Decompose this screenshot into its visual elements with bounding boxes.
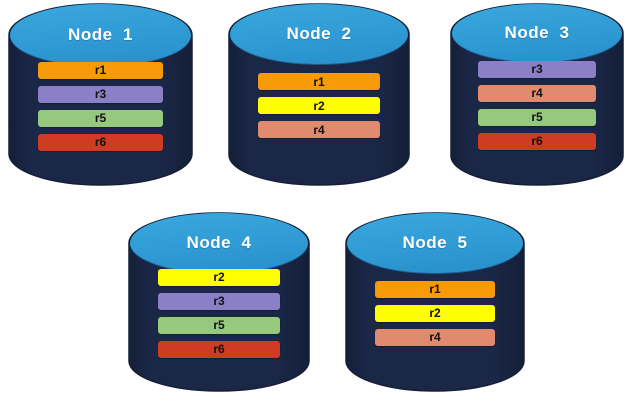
cylinder-shape — [228, 3, 410, 186]
record-list: r1 r2 r4 — [228, 73, 410, 138]
record-bar[interactable]: r5 — [478, 108, 596, 126]
record-bar[interactable]: r5 — [38, 109, 163, 127]
record-bar[interactable]: r3 — [38, 85, 163, 103]
record-bar[interactable]: r3 — [478, 60, 596, 78]
record-list: r1 r2 r4 — [345, 280, 525, 346]
record-bar[interactable]: r1 — [38, 61, 163, 79]
record-bar[interactable]: r3 — [158, 292, 280, 310]
record-bar[interactable]: r6 — [38, 133, 163, 151]
record-bar[interactable]: r2 — [258, 97, 380, 114]
record-list: r2 r3 r5 r6 — [128, 268, 310, 358]
record-bar[interactable]: r4 — [258, 121, 380, 138]
record-bar[interactable]: r2 — [375, 304, 495, 322]
record-bar[interactable]: r1 — [375, 280, 495, 298]
record-bar[interactable]: r6 — [158, 340, 280, 358]
record-bar[interactable]: r6 — [478, 132, 596, 150]
record-bar[interactable]: r1 — [258, 73, 380, 90]
record-bar[interactable]: r5 — [158, 316, 280, 334]
record-bar[interactable]: r4 — [478, 84, 596, 102]
record-bar[interactable]: r4 — [375, 328, 495, 346]
record-list: r1 r3 r5 r6 — [8, 61, 193, 151]
record-bar[interactable]: r2 — [158, 268, 280, 286]
cylinder-shape — [345, 212, 525, 392]
record-list: r3 r4 r5 r6 — [450, 60, 624, 150]
